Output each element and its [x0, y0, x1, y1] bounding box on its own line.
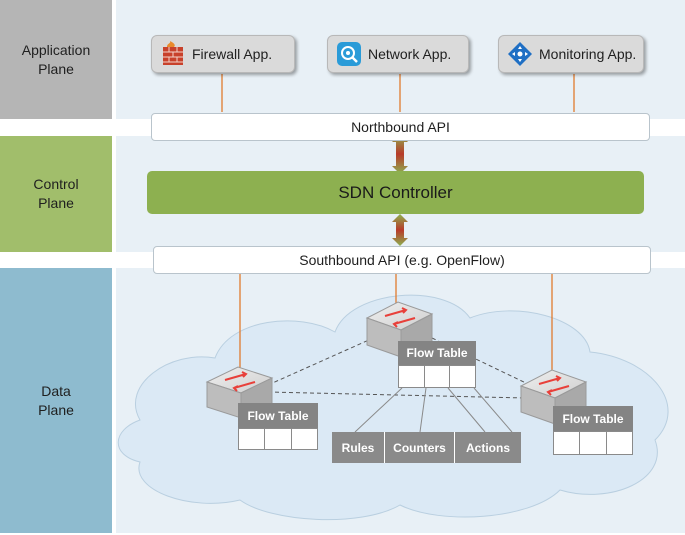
firewall-app-box: Firewall App. — [151, 35, 295, 73]
flow-table-right-label: Flow Table — [562, 411, 624, 426]
control-plane-label: Control Plane — [0, 136, 112, 252]
monitoring-app-box: Monitoring App. — [498, 35, 644, 73]
data-plane-text: Data Plane — [38, 382, 74, 418]
data-plane-cloud — [117, 294, 669, 521]
counters-field: Counters — [385, 432, 455, 463]
southbound-arrow — [392, 214, 408, 246]
sdn-controller: SDN Controller — [147, 171, 644, 214]
actions-field-label: Actions — [465, 440, 510, 455]
flow-entry-lines — [354, 387, 513, 433]
southbound-api-label: Southbound API (e.g. OpenFlow) — [299, 252, 505, 268]
flow-table-middle-title: Flow Table — [398, 341, 476, 365]
flow-table-left-cells — [238, 428, 318, 450]
northbound-arrow — [392, 134, 408, 174]
flow-table-middle-label: Flow Table — [406, 346, 468, 360]
network-app-box: Network App. — [327, 35, 469, 73]
network-app-icon — [337, 42, 361, 66]
application-plane-text: Application Plane — [21, 41, 91, 77]
firewall-icon — [163, 41, 183, 65]
control-plane-text: Control Plane — [33, 176, 79, 211]
counters-field-label: Counters — [393, 440, 446, 455]
monitoring-icon — [508, 42, 532, 66]
firewall-app-label: Firewall App. — [192, 46, 273, 62]
actions-field: Actions — [455, 432, 521, 463]
flow-table-right-title: Flow Table — [553, 406, 633, 431]
application-plane-label: Application Plane — [0, 0, 112, 119]
monitoring-app-label: Monitoring App. — [539, 46, 637, 62]
sdn-controller-label: SDN Controller — [338, 182, 453, 202]
rules-field: Rules — [332, 432, 385, 463]
flow-table-left-title: Flow Table — [238, 403, 318, 428]
network-app-label: Network App. — [368, 46, 452, 62]
northbound-api-bar: Northbound API — [151, 113, 650, 141]
flow-table-right-cells — [553, 431, 633, 455]
flow-table-left-label: Flow Table — [247, 408, 309, 423]
southbound-api-bar: Southbound API (e.g. OpenFlow) — [153, 246, 651, 274]
app-connectors — [221, 74, 575, 112]
switch-links — [267, 334, 531, 399]
switch-left — [205, 366, 274, 419]
rules-field-label: Rules — [341, 440, 375, 455]
northbound-api-label: Northbound API — [351, 119, 450, 135]
data-plane-label: Data Plane — [0, 268, 112, 533]
flow-table-middle-cells — [398, 365, 476, 388]
